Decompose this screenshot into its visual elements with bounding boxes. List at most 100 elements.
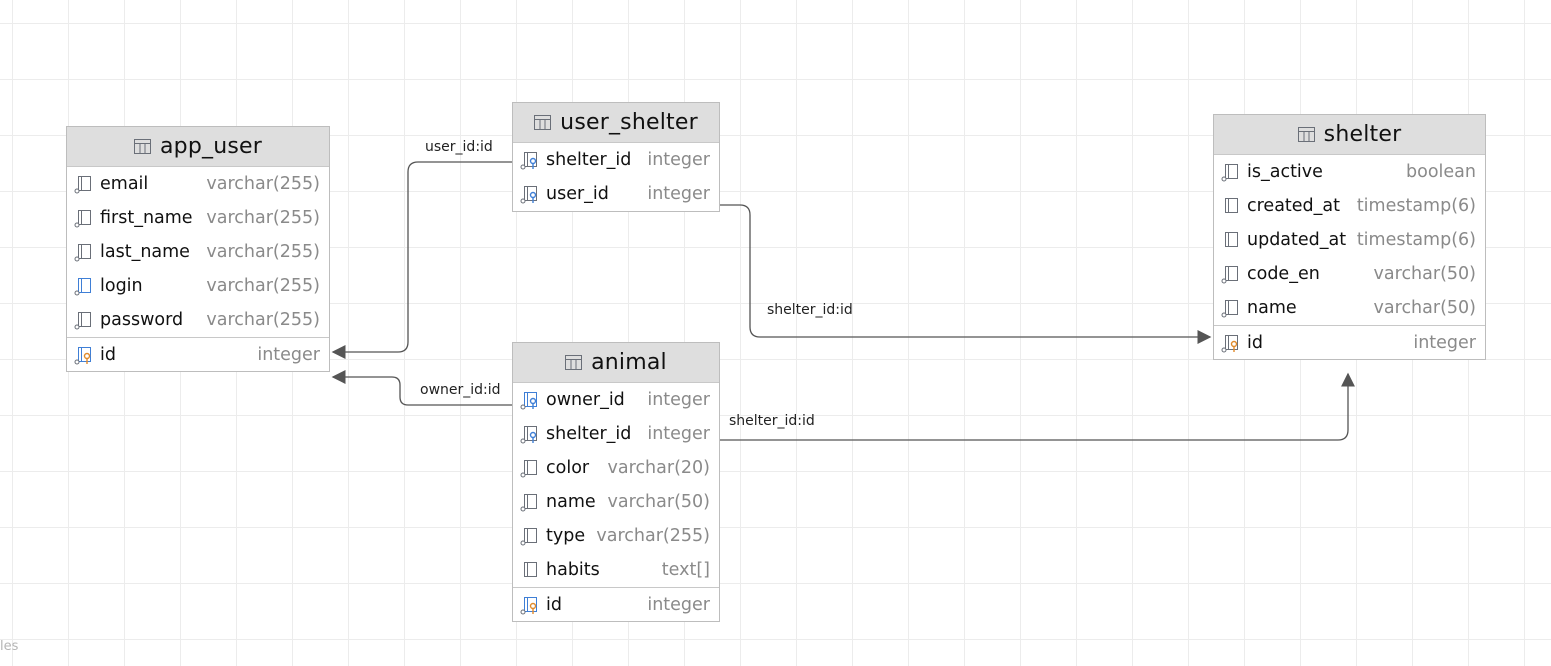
column-name: id (100, 344, 116, 365)
table-header[interactable]: shelter (1214, 115, 1485, 155)
column-row[interactable]: user_id integer (513, 177, 719, 211)
relation-label-animal-shelter-id: shelter_id:id (729, 413, 815, 429)
relation-label-user-id: user_id:id (425, 139, 493, 155)
column-name: is_active (1247, 162, 1323, 182)
relation-line-animal-shelter-id[interactable] (719, 372, 1355, 441)
column-row[interactable]: color varchar(20) (513, 451, 719, 485)
table-name: shelter (1323, 122, 1402, 147)
foreign-key-icon (520, 186, 537, 204)
relation-line-user-shelter-shelter-id[interactable] (719, 204, 1212, 344)
column-name: id (1247, 332, 1263, 353)
column-type: timestamp(6) (1356, 230, 1476, 250)
column-name: name (1247, 298, 1297, 318)
column-type: varchar(255) (206, 208, 320, 228)
table-header[interactable]: app_user (67, 127, 329, 167)
column-name: code_en (1247, 264, 1320, 284)
column-type: varchar(255) (206, 242, 320, 262)
column-row[interactable]: is_active boolean (1214, 155, 1485, 189)
table-user-shelter[interactable]: user_shelter shelter_id integer user_id … (512, 102, 720, 212)
column-type: varchar(255) (596, 526, 710, 546)
table-animal[interactable]: animal owner_id integer shelter_id integ… (512, 342, 720, 622)
column-row[interactable]: first_name varchar(255) (67, 201, 329, 235)
primary-key-icon (1221, 334, 1238, 352)
foreign-key-icon (520, 426, 537, 444)
column-nullable-icon (524, 562, 537, 577)
table-name: user_shelter (560, 110, 698, 135)
column-name: created_at (1247, 196, 1340, 216)
column-type: integer (647, 390, 710, 410)
table-app-user[interactable]: app_user email varchar(255) first_name v… (66, 126, 330, 372)
column-nullable-icon (1225, 198, 1238, 213)
column-type: text[] (661, 560, 710, 580)
column-row[interactable]: code_en varchar(50) (1214, 257, 1485, 291)
column-name: shelter_id (546, 150, 632, 170)
primary-key-row[interactable]: id integer (1214, 325, 1485, 359)
column-type: varchar(50) (1373, 298, 1476, 318)
column-type: integer (1413, 332, 1476, 353)
column-row[interactable]: last_name varchar(255) (67, 235, 329, 269)
column-name: login (100, 276, 143, 296)
column-type: integer (647, 184, 710, 204)
column-type: timestamp(6) (1356, 196, 1476, 216)
column-name: habits (546, 560, 600, 580)
column-row[interactable]: shelter_id integer (513, 417, 719, 451)
column-type: varchar(255) (206, 310, 320, 330)
column-name: last_name (100, 242, 190, 262)
column-name: id (546, 594, 562, 615)
column-row[interactable]: habits text[] (513, 553, 719, 587)
column-row[interactable]: updated_at timestamp(6) (1214, 223, 1485, 257)
table-icon (565, 355, 583, 370)
column-row[interactable]: type varchar(255) (513, 519, 719, 553)
table-name: app_user (160, 134, 262, 159)
column-icon (1221, 300, 1238, 318)
column-name: updated_at (1247, 230, 1347, 250)
column-name: type (546, 526, 586, 546)
relation-line-owner-id[interactable] (331, 370, 513, 406)
column-row[interactable]: shelter_id integer (513, 143, 719, 177)
table-icon (1297, 127, 1315, 142)
column-type: varchar(255) (206, 174, 320, 194)
relation-line-user-id[interactable] (331, 161, 513, 359)
column-type: varchar(50) (1373, 264, 1476, 284)
relation-label-owner-id: owner_id:id (420, 382, 501, 398)
column-icon (74, 244, 91, 262)
primary-key-index-icon (520, 596, 537, 614)
column-name: first_name (100, 208, 193, 228)
column-row[interactable]: name varchar(50) (1214, 291, 1485, 325)
primary-key-row[interactable]: id integer (67, 337, 329, 371)
column-row[interactable]: owner_id integer (513, 383, 719, 417)
column-icon (74, 176, 91, 194)
column-nullable-icon (1225, 232, 1238, 247)
relation-label-user-shelter-shelter-id: shelter_id:id (767, 302, 853, 318)
column-type: integer (647, 424, 710, 444)
column-type: varchar(255) (206, 276, 320, 296)
column-name: email (100, 174, 149, 194)
column-row[interactable]: login varchar(255) (67, 269, 329, 303)
table-header[interactable]: animal (513, 343, 719, 383)
column-type: varchar(20) (607, 458, 710, 478)
table-icon (534, 115, 552, 130)
table-icon (134, 139, 151, 154)
column-icon (520, 494, 537, 512)
table-shelter[interactable]: shelter is_active boolean created_at tim… (1213, 114, 1486, 360)
table-header[interactable]: user_shelter (513, 103, 719, 143)
primary-key-icon (74, 346, 91, 364)
column-type: integer (647, 594, 710, 615)
column-name: color (546, 458, 590, 478)
column-icon (1221, 266, 1238, 284)
column-name: name (546, 492, 596, 512)
column-row[interactable]: password varchar(255) (67, 303, 329, 337)
column-type: integer (647, 150, 710, 170)
column-icon (520, 460, 537, 478)
foreign-key-icon (520, 152, 537, 170)
column-row[interactable]: name varchar(50) (513, 485, 719, 519)
column-name: shelter_id (546, 424, 632, 444)
column-icon (74, 312, 91, 330)
primary-key-row[interactable]: id integer (513, 587, 719, 621)
column-icon (74, 210, 91, 228)
column-row[interactable]: created_at timestamp(6) (1214, 189, 1485, 223)
column-row[interactable]: email varchar(255) (67, 167, 329, 201)
column-type: boolean (1406, 162, 1476, 182)
